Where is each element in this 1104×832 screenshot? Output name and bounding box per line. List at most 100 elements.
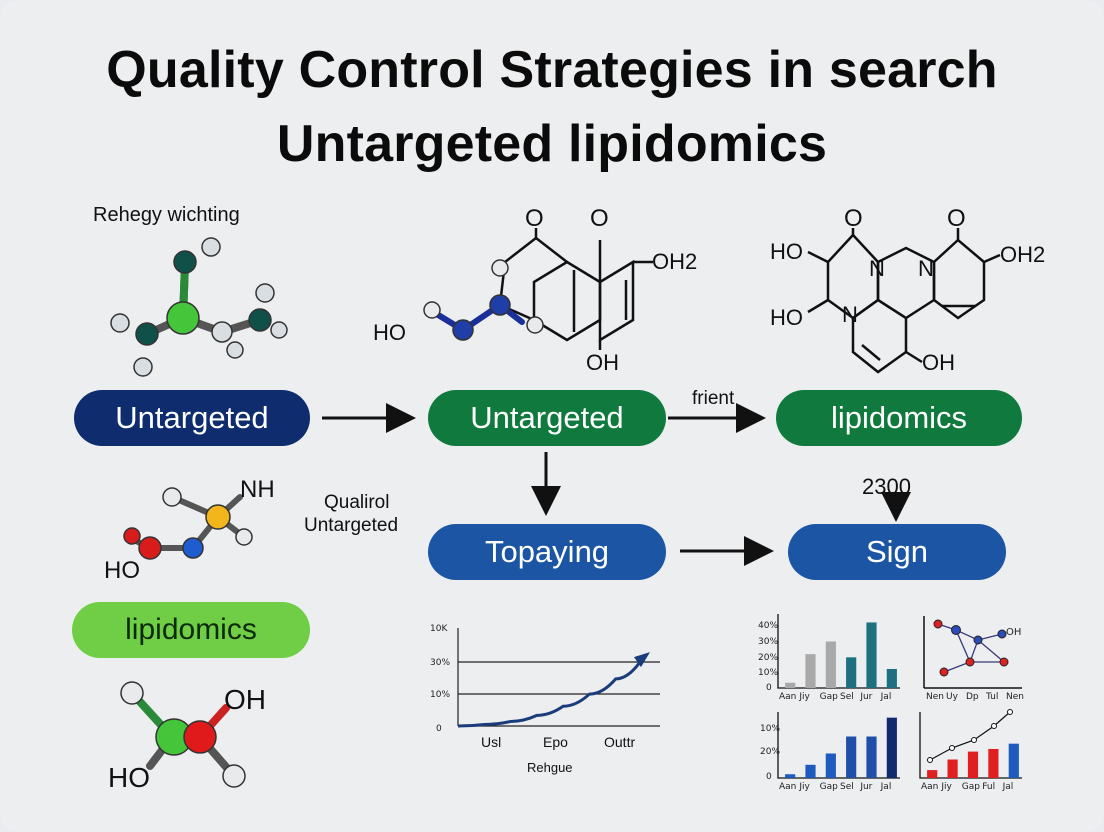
bar <box>846 657 857 688</box>
m2-label-oh: OH <box>922 350 955 375</box>
bc1-ytick-40: 40% <box>758 621 779 631</box>
m4-label-ho: HO <box>108 762 150 793</box>
side-caption-2: Untargeted <box>304 515 399 536</box>
m1-label-o1: O <box>525 205 544 232</box>
m2-label-ho1: HO <box>770 239 803 264</box>
scatter-x-tick: Nen <box>926 692 944 702</box>
bc1-ytick-30: 30% <box>758 637 779 647</box>
bar <box>1008 743 1019 778</box>
bar-group-3 <box>919 712 1022 779</box>
bc2-ytick-20: 20% <box>760 747 781 757</box>
bc1-ytick-0: 0 <box>766 683 772 693</box>
bar-x-tick: Aan <box>779 692 797 702</box>
line-series <box>457 658 644 728</box>
scatter-x-tick: Tul <box>986 692 999 702</box>
lc-xtick-1: Usl <box>481 734 502 750</box>
scatter-annotation: OH <box>1006 627 1022 638</box>
bar <box>825 641 836 688</box>
bar-x-tick: Sel <box>840 782 854 792</box>
pill-lipidomics-left: lipidomics <box>72 602 310 658</box>
bar-x-tick: Jiy <box>799 782 810 792</box>
lc-xtick-2: Epo <box>543 734 568 750</box>
m2-label-n1: N <box>869 256 885 281</box>
bar <box>927 770 938 778</box>
m2-label-o1: O <box>844 205 863 232</box>
scatter-x-tick: Dp <box>966 692 979 702</box>
pill-sign: Sign <box>788 524 1006 580</box>
bar <box>805 654 816 688</box>
lc-xlabel: Rehgue <box>527 760 573 775</box>
bar <box>866 736 877 778</box>
m2-label-n3: N <box>842 302 858 327</box>
bar <box>947 759 958 778</box>
bar <box>805 764 816 778</box>
m4-label-oh: OH <box>224 684 266 715</box>
bar-group-2 <box>777 712 900 779</box>
lc-ytick-10k: 10K <box>430 624 448 634</box>
m2-label-oh2: OH2 <box>1000 242 1046 267</box>
bar-x-tick: Jal <box>880 782 892 792</box>
bar-x-tick: Jur <box>860 692 873 702</box>
bar <box>846 736 857 778</box>
pill-lipidomics-right: lipidomics <box>776 390 1022 446</box>
m2-label-ho2: HO <box>770 305 803 330</box>
m2-label-n2: N <box>918 256 934 281</box>
bar <box>785 682 796 688</box>
bar <box>886 668 897 688</box>
line-arrowhead <box>634 652 650 668</box>
arrow-caption: frient <box>692 388 735 409</box>
number-caption: 2300 <box>862 474 911 499</box>
bar-x-tick: Sel <box>840 692 854 702</box>
scatter-x-tick: Uy <box>946 692 958 702</box>
m1-label-oh2: OH2 <box>652 249 698 274</box>
lc-ytick-0: 0 <box>436 724 442 734</box>
title-line-1: Quality Control Strategies in search <box>106 41 998 99</box>
m3-label-ho: HO <box>104 557 140 584</box>
scatter-x-tick: Nen <box>1006 692 1024 702</box>
title-line-2: Untargeted lipidomics <box>276 115 828 173</box>
bar-x-tick: Aan <box>779 782 797 792</box>
bar-x-tick: Jiy <box>941 782 952 792</box>
bar-x-tick: Jal <box>880 692 892 702</box>
bar-group-1 <box>777 614 900 689</box>
pill-untargeted-left: Untargeted <box>74 390 310 446</box>
m1-label-oh: OH <box>586 350 619 375</box>
m2-label-o2: O <box>947 205 966 232</box>
bar <box>825 753 836 778</box>
bar-x-tick: Jal <box>1002 782 1014 792</box>
pill-topaying: Topaying <box>428 524 666 580</box>
bc1-ytick-10: 10% <box>758 668 779 678</box>
lc-xtick-3: Outtr <box>604 734 636 750</box>
bar <box>866 622 877 688</box>
bar <box>967 751 979 778</box>
side-caption-1: Qualirol <box>324 492 390 513</box>
bar <box>886 717 897 778</box>
bar <box>785 774 796 778</box>
top-left-caption: Rehegy wichting <box>93 204 240 226</box>
bar-x-tick: Gap <box>819 692 838 702</box>
bar-x-tick: Gap <box>819 782 838 792</box>
bar <box>988 748 999 778</box>
m3-label-nh: NH <box>240 476 275 503</box>
m1-label-ho: HO <box>373 320 406 345</box>
bc2-ytick-10: 10% <box>760 724 781 734</box>
bc1-ytick-20: 20% <box>758 653 779 663</box>
pill-untargeted-center: Untargeted <box>428 390 666 446</box>
lc-ytick-30: 30% <box>430 658 451 668</box>
lc-ytick-10: 10% <box>430 690 451 700</box>
bar-x-tick: Gap <box>961 782 980 792</box>
bar-x-tick: Jiy <box>799 692 810 702</box>
bc2-ytick-0: 0 <box>766 772 772 782</box>
